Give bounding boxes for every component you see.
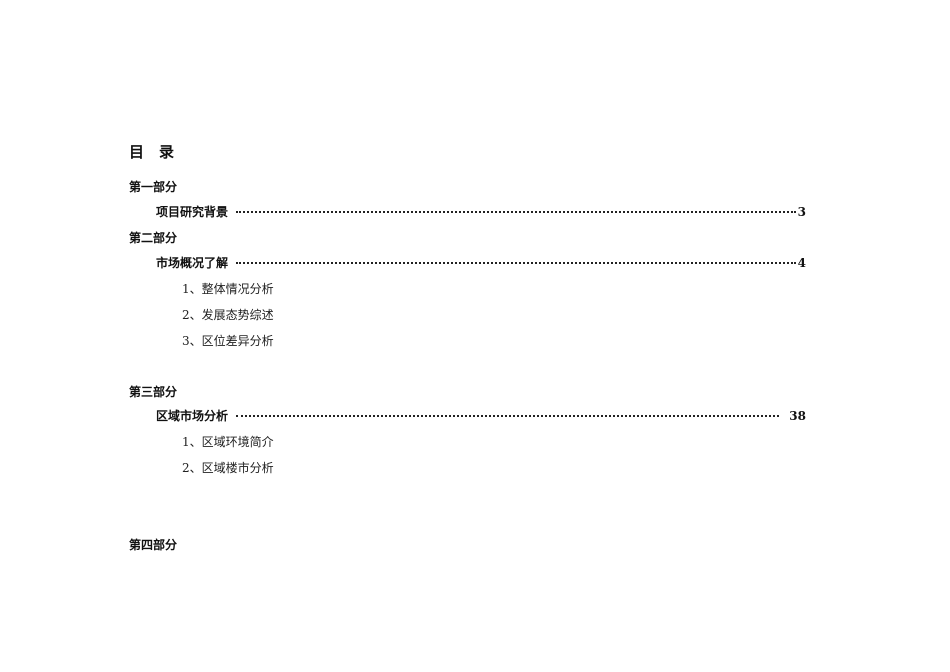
toc-entry-page: 3 [797,205,806,219]
toc-subitem: 1、区域环境简介 [182,435,274,449]
part-2-heading: 第二部分 [129,231,178,245]
toc-entry-label: 项目研究背景 [156,205,229,219]
part-3-heading: 第三部分 [129,385,178,399]
toc-title-char-1: 目 [129,143,146,161]
toc-subitem: 3、区位差异分析 [182,334,274,348]
toc-entry-page: 4 [797,256,806,270]
toc-title-char-2: 录 [159,143,176,161]
toc-entry-label: 市场概况了解 [156,256,229,270]
toc-subitem: 1、整体情况分析 [182,282,274,296]
part-4-heading: 第四部分 [129,538,178,552]
toc-entry-regional-market[interactable]: 区域市场分析 38 [156,408,806,424]
toc-subitem: 2、发展态势综述 [182,308,274,322]
part-1-heading: 第一部分 [129,180,178,194]
toc-entry-market-overview[interactable]: 市场概况了解 4 [156,255,806,271]
toc-entry-page: 38 [789,409,806,423]
dot-leader [236,414,780,417]
dot-leader [236,210,796,213]
toc-subitem: 2、区域楼市分析 [182,461,274,475]
toc-title: 目录 [129,141,175,162]
toc-entry-label: 区域市场分析 [156,409,229,423]
toc-entry-project-background[interactable]: 项目研究背景 3 [156,204,806,220]
dot-leader [236,261,796,264]
